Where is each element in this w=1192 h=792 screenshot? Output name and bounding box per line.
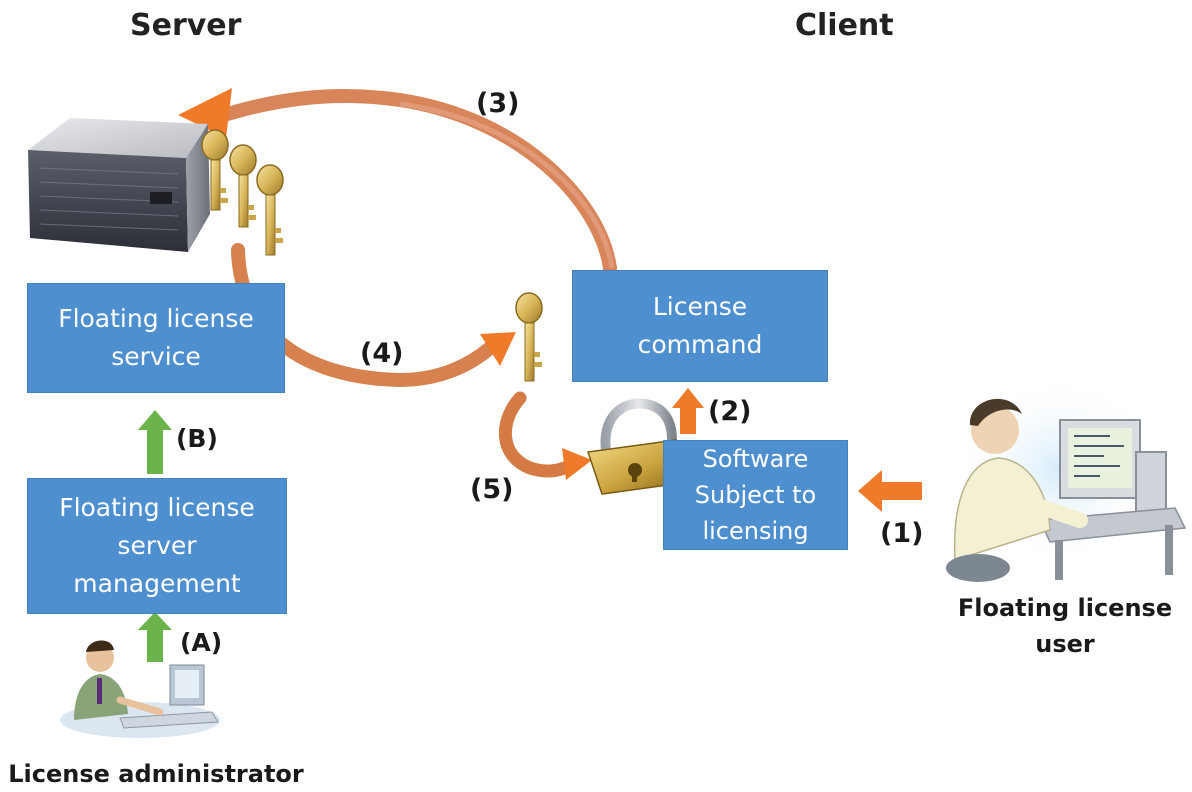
box-line: Software [702, 445, 809, 473]
software-subject-box: Software Subject to licensing [663, 440, 848, 550]
box-line: Floating license [59, 493, 255, 522]
step-2-label: (2) [708, 396, 752, 427]
box-line: management [73, 569, 241, 598]
arrow-1 [858, 470, 922, 512]
step-4-label: (4) [360, 338, 404, 369]
caption-line: user [1035, 630, 1095, 658]
step-3-label: (3) [476, 88, 520, 119]
arrow-b [138, 410, 172, 474]
arrow-5 [499, 391, 592, 480]
key-icon [201, 129, 284, 256]
box-line: service [111, 342, 201, 371]
server-heading: Server [130, 8, 242, 43]
step-b-label: (B) [176, 424, 218, 453]
box-line: server [117, 531, 197, 560]
step-1-label: (1) [880, 518, 924, 549]
box-line: Floating license [58, 304, 254, 333]
box-line: licensing [702, 517, 809, 545]
box-line: Subject to [694, 481, 817, 509]
arrow-2 [672, 388, 704, 434]
server-icon [28, 118, 210, 252]
user-caption: Floating license user [945, 590, 1185, 662]
administrator-icon [60, 640, 220, 738]
box-line: command [637, 330, 763, 359]
user-workstation-icon [946, 375, 1187, 582]
arrow-3 [178, 88, 617, 275]
box-line: License [652, 292, 748, 321]
client-heading: Client [795, 8, 894, 43]
arrow-a [138, 612, 172, 662]
step-a-label: (A) [180, 628, 223, 657]
step-5-label: (5) [470, 474, 514, 505]
key-icon [515, 292, 543, 382]
caption-line: Floating license [957, 594, 1173, 622]
server-management-box: Floating license server management [27, 478, 287, 614]
floating-license-service-box: Floating license service [27, 283, 285, 393]
license-command-box: License command [572, 270, 828, 382]
admin-caption: License administrator [8, 760, 304, 788]
